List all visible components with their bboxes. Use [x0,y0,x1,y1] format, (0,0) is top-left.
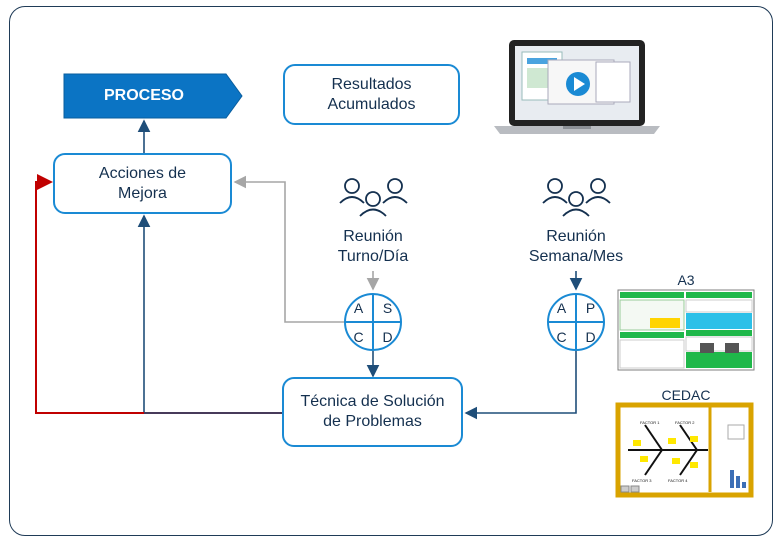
reunion-semana-line1: Reunión [546,228,606,245]
cedac-factor-1: FACTOR 1 [640,420,660,425]
proceso-label: PROCESO [103,87,184,104]
acciones-box: Acciones de Mejora [53,153,232,214]
pdca-left-wheel [344,293,402,351]
pdca-right-d: D [585,328,596,345]
red-feedback-arrow [35,174,282,414]
cedac-factor-4: FACTOR 4 [668,478,688,483]
cedac-label: CEDAC [661,387,711,403]
pdca-left-letters: A S C D [344,293,402,351]
a3-document-thumbnail [617,289,755,371]
pdca-right-wheel [547,293,605,351]
pdca-right-p: P [585,299,596,316]
tecnica-box: Técnica de Solución de Problemas [282,377,463,447]
pdca-right-letters: A P C D [547,293,605,351]
gray-arrow-pdca-to-acciones [233,175,346,323]
pdca-left-a: A [353,299,364,316]
arrow-pdca-right-to-tecnica [464,351,577,420]
pdca-left-c: C [353,328,364,345]
tecnica-line1: Técnica de Solución [300,393,445,410]
pdca-left-d: D [382,328,393,345]
resultados-box: Resultados Acumulados [283,64,460,125]
cedac-factor-3: FACTOR 3 [632,478,652,483]
resultados-line1: Resultados [331,75,412,93]
reunion-dia-line1: Reunión [343,228,403,245]
pdca-right-a: A [556,299,567,316]
acciones-line2: Mejora [118,184,167,202]
reunion-semana-line2: Semana/Mes [528,248,624,265]
pdca-left-s: S [382,299,393,316]
resultados-line2: Acumulados [327,95,416,113]
reunion-dia-line2: Turno/Día [337,248,409,265]
laptop-video-icon [494,40,660,134]
pdca-right-c: C [556,328,567,345]
people-group-icon [339,178,408,217]
acciones-line1: Acciones de [98,164,187,182]
proceso-shape [63,73,243,119]
cedac-factor-2: FACTOR 2 [675,420,695,425]
reunion-semana-label: Reunión Semana/Mes [516,227,636,267]
cedac-board-thumbnail [615,402,754,498]
connector-layer: FACTOR 1 FACTOR 2 FACTOR 3 FACTOR 4 [35,40,755,498]
reunion-dia-label: Reunión Turno/Día [313,227,433,267]
people-group-icon [542,178,611,217]
tecnica-line2: de Problemas [323,413,422,430]
a3-label: A3 [677,272,695,288]
